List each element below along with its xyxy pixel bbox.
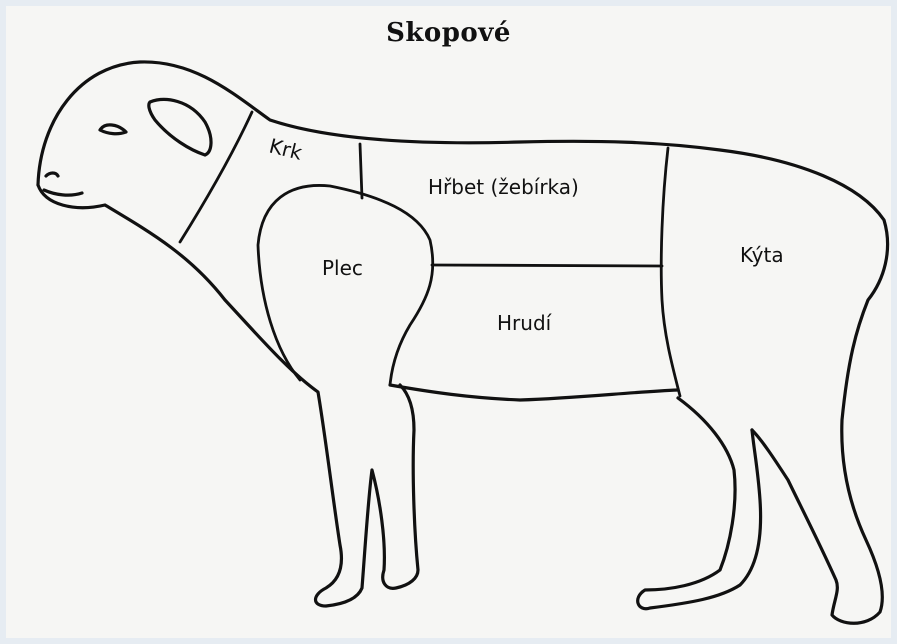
- shoulder-outline: [258, 185, 433, 385]
- mouth: [44, 190, 82, 195]
- hind-inner-leg: [638, 398, 761, 609]
- neck-cut-line: [180, 112, 252, 242]
- label-plec: Plec: [322, 256, 363, 280]
- body-underside: [390, 385, 678, 400]
- nostril: [46, 173, 58, 176]
- eye: [100, 125, 126, 134]
- ear: [149, 99, 211, 155]
- label-hrbet: Hřbet (žebírka): [428, 175, 579, 199]
- neck-back-line: [360, 144, 362, 198]
- leg-front-line: [661, 148, 680, 396]
- label-krk: Krk: [267, 134, 305, 165]
- back-lower-line: [432, 265, 662, 266]
- foreleg-outer: [38, 185, 418, 606]
- label-hrudi: Hrudí: [497, 311, 553, 335]
- label-kyta: Kýta: [740, 243, 784, 267]
